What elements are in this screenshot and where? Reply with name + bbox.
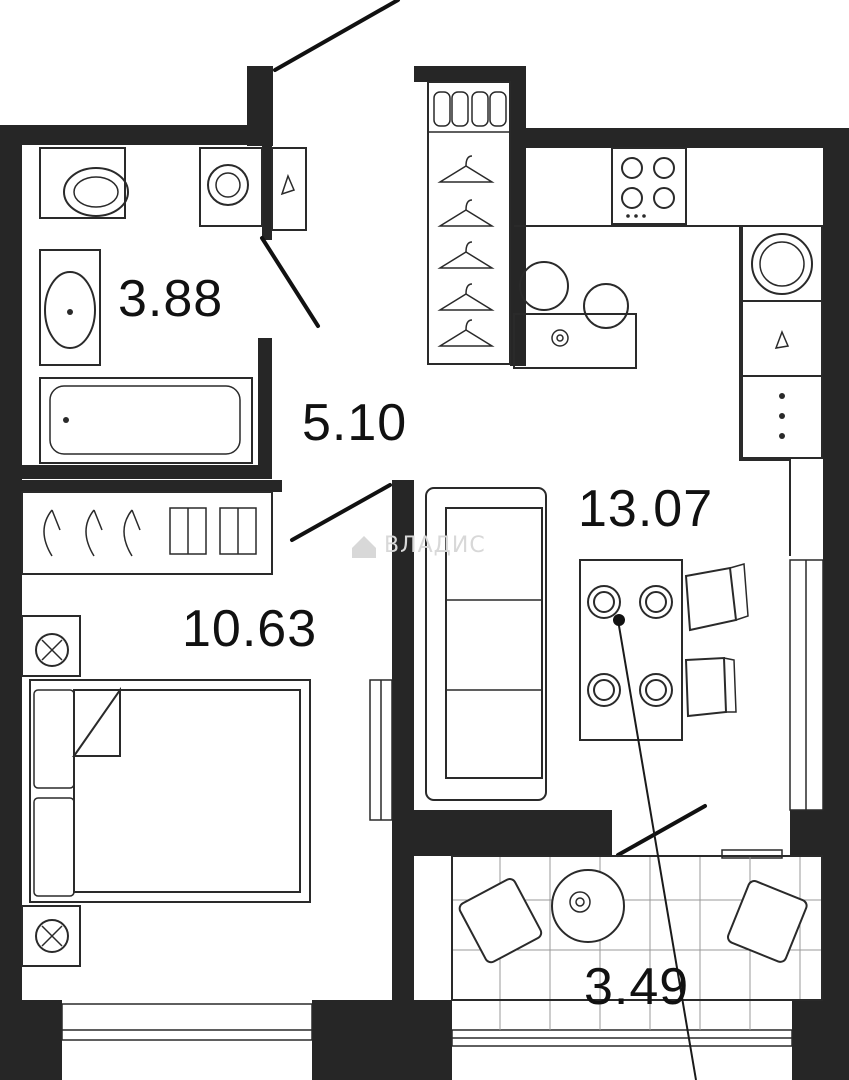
svg-text:ВЛАДИС: ВЛАДИС xyxy=(384,533,486,558)
kitchen-fixtures xyxy=(513,147,823,556)
lamp-icon xyxy=(35,919,69,953)
bedroom-furniture xyxy=(21,491,311,967)
entrance-door xyxy=(273,0,400,72)
chair xyxy=(684,656,728,718)
sink-icon xyxy=(44,271,96,349)
hallway-wardrobe xyxy=(427,81,511,365)
lamp-icon xyxy=(35,633,69,667)
hanger-icon xyxy=(437,155,495,347)
bathroom-door xyxy=(260,236,320,328)
washing-machine-icon xyxy=(199,147,263,227)
pointer-line xyxy=(613,614,697,1080)
kitchen-sink-icon xyxy=(751,233,813,295)
chair xyxy=(684,566,738,632)
toilet-icon xyxy=(63,167,129,217)
balcony-door xyxy=(616,804,707,857)
windows xyxy=(61,559,824,1047)
balcony xyxy=(451,855,823,1030)
bathroom-fixtures xyxy=(39,147,307,464)
doors xyxy=(260,0,707,857)
bedroom-wardrobe xyxy=(21,491,273,575)
area-label-hallway: 5.10 xyxy=(302,394,407,452)
dining-table xyxy=(579,559,683,741)
nightstand xyxy=(21,905,81,967)
bedroom-door xyxy=(290,483,392,542)
walls xyxy=(0,66,849,1080)
room-labels: 3.88 5.10 13.07 10.63 3.49 xyxy=(118,270,713,1016)
sofa xyxy=(425,487,547,801)
watermark: ВЛАДИС xyxy=(352,533,486,558)
cooktop-icon xyxy=(611,147,687,225)
bathtub-icon xyxy=(39,377,253,464)
balcony-chair xyxy=(727,880,808,963)
area-label-balcony: 3.49 xyxy=(584,958,689,1016)
nightstand xyxy=(21,615,81,677)
balcony-chair xyxy=(458,878,543,964)
drop-icon xyxy=(280,173,296,196)
area-label-bathroom: 3.88 xyxy=(118,270,223,328)
bed xyxy=(29,679,311,903)
living-furniture xyxy=(425,487,749,801)
hanger-icon xyxy=(43,509,141,557)
area-label-bedroom: 10.63 xyxy=(182,600,317,658)
area-label-kitchen-living: 13.07 xyxy=(578,480,713,538)
balcony-table xyxy=(551,869,625,943)
